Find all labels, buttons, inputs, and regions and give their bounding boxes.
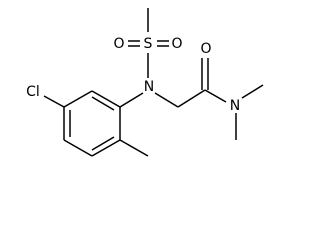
ring-bond-4	[63, 139, 93, 157]
bond-nitrogen-aryl	[119, 92, 144, 108]
structure-canvas: S O O N O N Cl	[26, 8, 264, 157]
ring-bond-5	[91, 139, 121, 157]
bond-nitrogen-methylene	[154, 92, 179, 108]
bond-ring-chlorine	[43, 95, 65, 108]
atom-sulfonyl-oxygen-right: O	[171, 36, 182, 52]
bond-methylene-carbonyl	[177, 89, 206, 108]
bond-carbonyl-amide-nitrogen	[204, 89, 227, 103]
atom-carbonyl-oxygen: O	[200, 41, 211, 57]
atom-sulfonamide-nitrogen: N	[144, 79, 154, 95]
ring-bond-5-inner	[91, 136, 115, 151]
ring-bond-1	[91, 90, 121, 108]
bond-ring-methyl	[119, 139, 149, 157]
ring-bond-1-inner	[91, 96, 115, 111]
bond-amide-nitrogen-methyl-right	[241, 84, 264, 99]
atom-amide-nitrogen: N	[230, 98, 240, 114]
atom-sulfur: S	[144, 36, 153, 52]
ring-bond-2	[63, 90, 93, 108]
molecule-structure: S O O N O N Cl	[26, 8, 264, 157]
atom-chlorine: Cl	[26, 84, 40, 100]
atom-sulfonyl-oxygen-left: O	[113, 36, 124, 52]
